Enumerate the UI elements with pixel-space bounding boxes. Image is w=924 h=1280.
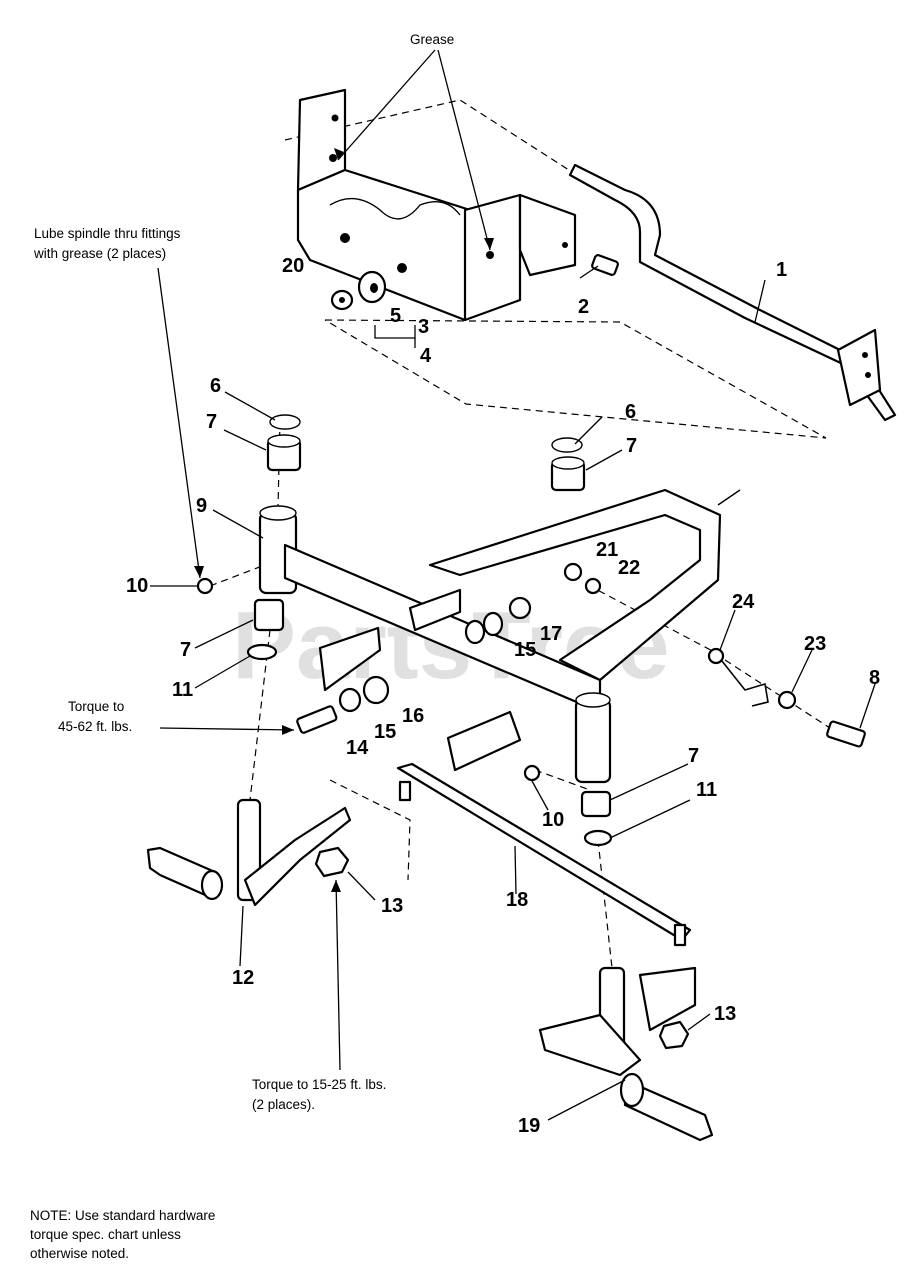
callout-10-left: 10 — [126, 575, 148, 597]
callout-9: 9 — [196, 495, 207, 517]
callout-13-right: 13 — [714, 1003, 736, 1025]
part-24-pin — [707, 647, 769, 707]
lube-note-line1: Lube spindle thru fittings — [34, 226, 181, 241]
callout-21: 21 — [596, 539, 618, 561]
part-7-11-left-lower — [246, 598, 285, 661]
callout-12: 12 — [232, 967, 254, 989]
callout-5: 5 — [390, 305, 401, 327]
footer-note-line2: torque spec. chart unless — [30, 1227, 181, 1242]
callout-23: 23 — [804, 633, 826, 655]
callout-8: 8 — [869, 667, 880, 689]
part-8-bolt — [826, 720, 866, 748]
torque1-line1: Torque to — [68, 699, 124, 714]
torque2-line2: (2 places). — [252, 1097, 315, 1112]
callout-1: 1 — [776, 259, 787, 281]
callout-7-right-upper: 7 — [626, 435, 637, 457]
torque1-line2: 45-62 ft. lbs. — [58, 719, 132, 734]
part-15-16-17-21-22-hardware — [338, 562, 602, 713]
footer-note-line3: otherwise noted. — [30, 1246, 129, 1261]
part-5-bushing — [357, 270, 387, 304]
callout-22: 22 — [618, 557, 640, 579]
part-19-right-spindle — [538, 966, 714, 1142]
callout-4: 4 — [420, 345, 432, 367]
part-3-steering-bracket — [296, 88, 577, 322]
part-6-7-left-upper-bushing — [266, 414, 302, 472]
part-14-bolt — [296, 705, 338, 734]
callout-numbers: 1 2 3 4 5 20 6 7 6 7 9 10 21 22 17 15 24… — [126, 255, 880, 1137]
callout-7-left-lower: 7 — [180, 639, 191, 661]
grease-label: Grease — [410, 32, 454, 47]
callout-10-right: 10 — [542, 809, 564, 831]
callout-24: 24 — [732, 591, 755, 613]
footer-note-line1: NOTE: Use standard hardware — [30, 1208, 215, 1223]
part-7-11-right-lower — [580, 790, 613, 847]
part-13-nut-right — [658, 1020, 690, 1050]
part-10-grease-fitting-right — [523, 764, 541, 782]
part-18-tie-rod — [396, 762, 692, 947]
callout-15-lower: 15 — [374, 721, 396, 743]
part-9-front-axle — [258, 488, 741, 784]
arrowheads — [194, 148, 494, 892]
lube-note-line2: with grease (2 places) — [33, 246, 166, 261]
part-1-drag-link-rod — [568, 163, 897, 422]
callout-20: 20 — [282, 255, 304, 277]
part-6-7-right-upper-bushing — [550, 437, 586, 492]
callout-6-left: 6 — [210, 375, 221, 397]
callout-11-left: 11 — [172, 679, 193, 701]
callout-17: 17 — [540, 623, 562, 645]
part-2-bolt — [591, 254, 619, 276]
leader-lines — [150, 49, 876, 1121]
part-10-grease-fitting-left — [196, 577, 214, 595]
part-20-nut — [330, 289, 354, 311]
torque2-line1: Torque to 15-25 ft. lbs. — [252, 1077, 386, 1092]
callout-2: 2 — [578, 296, 589, 318]
callout-18: 18 — [506, 889, 528, 911]
callout-15-upper: 15 — [514, 639, 536, 661]
callout-3: 3 — [418, 316, 429, 338]
callout-19: 19 — [518, 1115, 540, 1137]
callout-16: 16 — [402, 705, 424, 727]
part-12-left-spindle — [146, 798, 352, 907]
callout-14: 14 — [346, 737, 369, 759]
callout-11-right: 11 — [696, 779, 717, 801]
callout-7-left-upper: 7 — [206, 411, 217, 433]
part-23-washer — [777, 690, 797, 710]
callout-6-right: 6 — [625, 401, 636, 423]
part-13-nut-left — [314, 846, 350, 878]
callout-13-left: 13 — [381, 895, 403, 917]
callout-7-right-lower: 7 — [688, 745, 699, 767]
annotations: Grease Lube spindle thru fittings with g… — [30, 32, 454, 1261]
